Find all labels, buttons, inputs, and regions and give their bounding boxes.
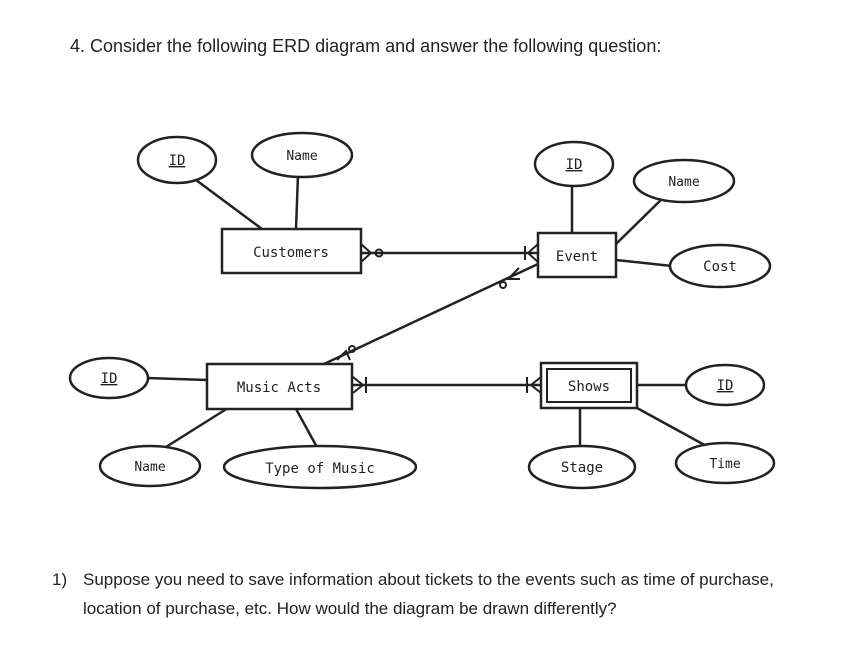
attr-customer-name-label: Name	[286, 149, 317, 164]
crows-foot-event-diag	[505, 267, 520, 280]
crows-foot-marks	[336, 243, 542, 394]
attr-music-id-ellipse	[68, 356, 150, 400]
entity-event-label: Event	[556, 249, 598, 265]
relationship-musicacts-event	[323, 262, 539, 366]
attr-music-id-label: ID	[101, 371, 118, 387]
attr-event-name-label: Name	[668, 175, 699, 190]
optional-circle-musicacts-diag	[348, 345, 356, 353]
entity-musicacts-box	[205, 362, 354, 411]
crows-foot-musicacts	[352, 376, 365, 394]
attr-event-id-label: ID	[566, 157, 583, 173]
attr-music-type-label: Type of Music	[265, 461, 375, 477]
crows-foot-customers	[360, 243, 373, 263]
entity-customers-box	[220, 227, 363, 275]
sub-question: 1) Suppose you need to save information …	[52, 565, 812, 623]
entity-musicacts-label: Music Acts	[237, 380, 321, 396]
attr-customer-id-ellipse	[136, 135, 218, 185]
crows-foot-musicacts-diag	[336, 349, 351, 361]
line-music-name	[157, 406, 229, 454]
attr-event-name-ellipse	[632, 158, 736, 204]
line-event-cost	[615, 258, 673, 268]
attr-customer-name-ellipse	[250, 131, 354, 179]
entity-customers-label: Customers	[253, 245, 329, 261]
optional-circle-customers	[374, 248, 384, 258]
line-music-id	[146, 376, 208, 382]
line-music-type	[294, 408, 320, 450]
attr-music-name-label: Name	[134, 460, 165, 475]
crows-foot-event	[526, 243, 539, 263]
attr-event-cost-ellipse	[668, 243, 772, 289]
line-customers-name	[294, 174, 300, 230]
optional-circle-event-diag	[499, 281, 507, 289]
line-event-name	[615, 195, 666, 245]
attr-show-id-label: ID	[717, 378, 734, 394]
crows-foot-shows	[529, 376, 542, 394]
attr-show-stage-label: Stage	[561, 460, 603, 476]
question-heading: 4. Consider the following ERD diagram an…	[70, 36, 662, 56]
attr-event-cost-label: Cost	[703, 259, 737, 275]
sub-question-number: 1)	[52, 570, 68, 589]
entity-shows-label: Shows	[568, 379, 610, 395]
line-shows-time	[636, 406, 711, 450]
attr-music-name-ellipse	[98, 444, 202, 488]
attr-event-id-ellipse	[533, 140, 615, 188]
attr-show-id-ellipse	[684, 363, 766, 407]
entity-shows-box-inner	[546, 368, 632, 403]
attr-show-time-ellipse	[674, 441, 776, 485]
entity-event-box	[536, 231, 618, 279]
attr-show-stage-ellipse	[527, 444, 637, 490]
attr-customer-id-label: ID	[169, 153, 186, 169]
attr-music-type-ellipse	[222, 444, 418, 490]
attr-show-time-label: Time	[709, 457, 740, 472]
sub-question-text: Suppose you need to save information abo…	[83, 570, 774, 618]
line-customers-id	[195, 178, 263, 231]
